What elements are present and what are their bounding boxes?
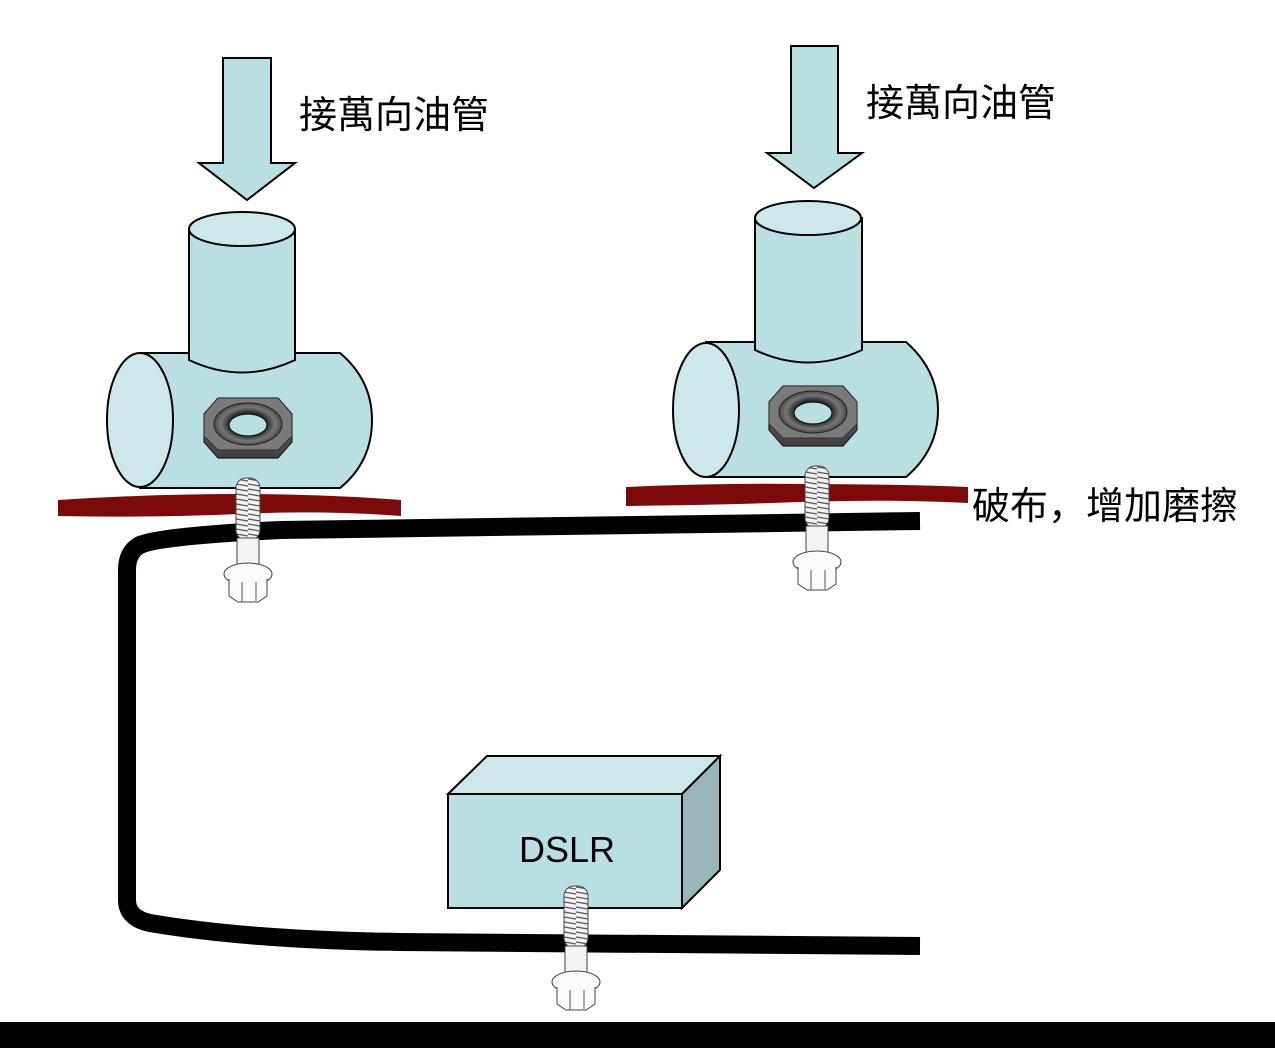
left-arrow-label: 接萬向油管 [299,93,489,137]
left-nut [203,397,293,459]
right-cloth-strip [626,483,968,506]
dslr-label: DSLR [519,829,615,870]
right-fitting-end-face [672,342,740,478]
left-arrow-icon [196,57,298,202]
dslr-box: DSLR [445,753,723,911]
rail-bar [118,512,921,955]
right-arrow-label: 接萬向油管 [866,81,1056,125]
cloth-label: 破布，增加磨擦 [972,484,1238,528]
right-nut [768,385,858,447]
left-fitting [106,57,374,489]
right-fitting [672,45,940,478]
left-fitting-end-face [106,352,174,488]
left-cloth-strip [58,494,401,517]
right-arrow-icon [763,45,866,190]
bottom-black-bar [0,1022,1275,1048]
